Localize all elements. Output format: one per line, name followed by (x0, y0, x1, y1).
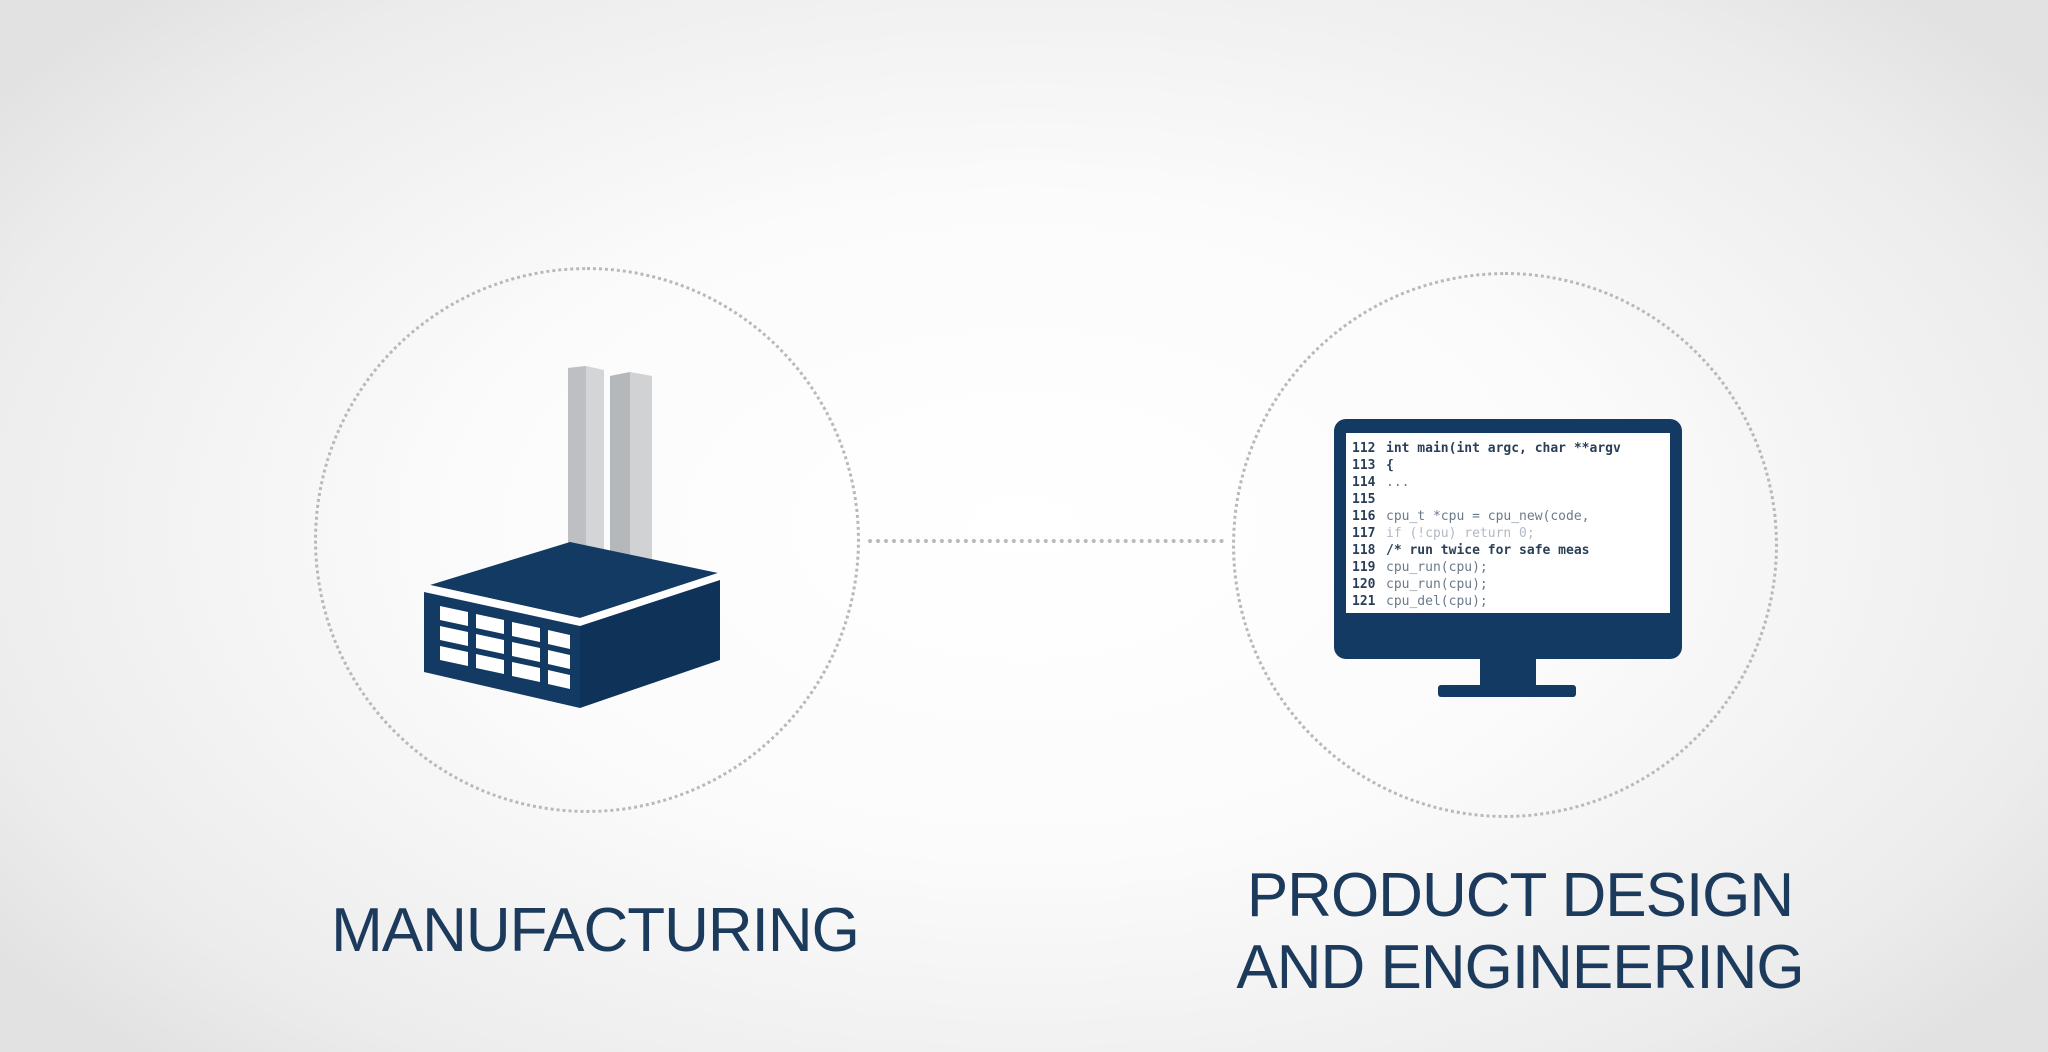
manufacturing-circle (314, 267, 860, 813)
code-line-number: 114 (1352, 475, 1376, 490)
code-line-text: int main(int argc, char **argv (1386, 441, 1621, 456)
code-line-text: cpu_t *cpu = cpu_new(code, (1386, 509, 1590, 524)
factory-icon (424, 366, 720, 708)
product-design-label: PRODUCT DESIGN AND ENGINEERING (1195, 860, 1845, 1004)
code-line-text: if (!cpu) return 0; (1386, 526, 1535, 541)
code-line-text: cpu_del(cpu); (1386, 594, 1488, 609)
factory-side-wall (580, 580, 720, 708)
code-line-number: 116 (1352, 509, 1376, 524)
dotted-connector (868, 539, 1224, 543)
code-line-number: 115 (1352, 492, 1375, 507)
monitor-neck (1480, 659, 1536, 687)
factory-windows (440, 606, 570, 689)
product-design-label-line2: AND ENGINEERING (1236, 932, 1804, 1002)
computer-monitor-icon: 112 int main(int argc, char **argv 113 {11… (1334, 419, 1682, 697)
code-line-number: 120 (1352, 577, 1376, 592)
product-design-label-line1: PRODUCT DESIGN (1246, 861, 1794, 930)
monitor-base (1438, 685, 1576, 697)
code-editor-text: 112 int main(int argc, char **argv 113 {11… (1352, 441, 1621, 609)
code-line-text: cpu_run(cpu); (1386, 577, 1488, 592)
code-line-number: 118 (1352, 543, 1376, 558)
factory-roof (430, 542, 718, 618)
code-line-text: cpu_run(cpu); (1386, 560, 1488, 575)
code-line-text: { (1386, 458, 1394, 473)
code-line-text: ... (1386, 475, 1409, 490)
code-line-text: /* run twice for safe meas (1386, 543, 1590, 558)
manufacturing-label: MANUFACTURING (331, 896, 860, 965)
code-line-number: 121 (1352, 594, 1376, 609)
monitor-screen (1346, 433, 1670, 613)
product-design-circle (1232, 272, 1778, 818)
code-line-number: 112 (1352, 441, 1375, 456)
code-line-number: 117 (1352, 526, 1375, 541)
code-line-number: 113 (1352, 458, 1375, 473)
code-line-number: 119 (1352, 560, 1375, 575)
